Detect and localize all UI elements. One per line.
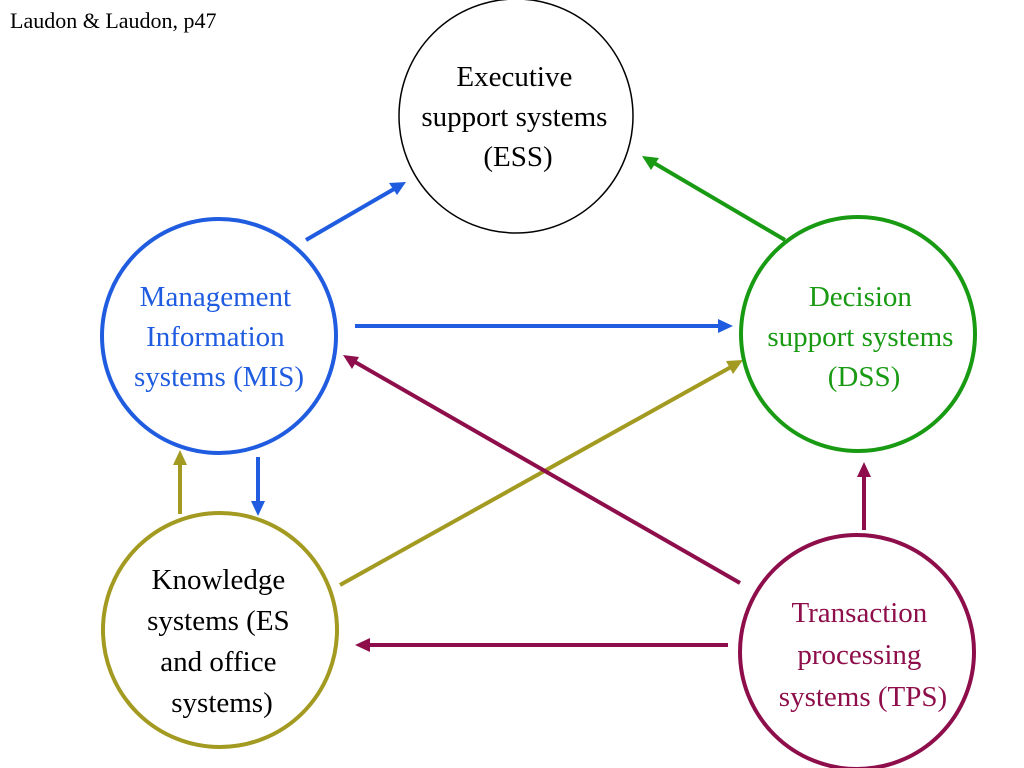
arrowhead-icon: [642, 156, 659, 170]
edge-ks-to-dss: [339, 360, 743, 587]
node-label-line: systems (ES: [147, 605, 290, 637]
node-label-line: Management: [140, 281, 291, 313]
node-label-line: support systems: [421, 101, 607, 133]
node-label-line: systems): [171, 687, 273, 719]
edge-mis-to-dss: [355, 319, 733, 333]
edge-line: [354, 360, 741, 585]
svg-text:Executive support syst: Executive support systems (ESS): [421, 61, 614, 173]
edge-tps-to-mis: [343, 355, 741, 585]
arrowhead-icon: [726, 360, 743, 374]
arrowhead-icon: [251, 501, 265, 516]
edges-group: [173, 156, 871, 652]
edge-dss-to-ess: [642, 156, 787, 242]
node-circle: [398, 0, 634, 234]
edge-line: [339, 365, 732, 587]
arrowhead-icon: [857, 462, 871, 477]
edge-mis-to-ks: [251, 457, 265, 516]
node-label-line: systems (TPS): [779, 681, 947, 713]
node-label-line: and office: [160, 646, 276, 678]
node-label-line: (DSS): [828, 361, 901, 393]
arrowhead-icon: [173, 450, 187, 465]
edge-ks-to-mis: [173, 450, 187, 514]
node-mis: Management Information systems (MIS): [100, 217, 338, 455]
arrowhead-icon: [343, 355, 359, 369]
node-label-line: processing: [797, 639, 921, 671]
svg-text:Management Information: Management Information systems (MIS): [134, 281, 304, 393]
edge-tps-to-dss: [857, 462, 871, 530]
node-circle: [100, 217, 338, 455]
source-caption: Laudon & Laudon, p47: [10, 8, 217, 33]
node-ess: Executive support systems (ESS): [398, 0, 634, 234]
node-ks: Knowledge systems (ES and office systems…: [101, 511, 339, 749]
node-label-line: support systems: [767, 321, 953, 353]
node-tps: Transaction processing systems (TPS): [738, 533, 976, 768]
node-label-line: Transaction: [791, 597, 927, 629]
svg-text:Transaction processing: Transaction processing systems (TPS): [779, 597, 947, 713]
edge-line: [304, 187, 396, 242]
node-label-line: Knowledge: [152, 564, 286, 596]
node-label-line: Information: [146, 321, 285, 353]
svg-text:Decision support syste: Decision support systems (DSS): [767, 281, 960, 393]
edge-tps-to-ks: [355, 638, 728, 652]
node-dss: Decision support systems (DSS): [739, 215, 977, 453]
edge-line: [652, 161, 787, 242]
arrowhead-icon: [355, 638, 370, 652]
arrowhead-icon: [718, 319, 733, 333]
edge-mis-to-ess: [304, 182, 406, 242]
arrowhead-icon: [389, 182, 406, 195]
node-label-line: Decision: [809, 281, 913, 313]
node-circle: [738, 533, 976, 768]
node-circle: [739, 215, 977, 453]
svg-text:Knowledge systems (ES: Knowledge systems (ES and office systems…: [147, 564, 297, 719]
node-label-line: Executive: [456, 61, 572, 93]
node-label-line: systems (MIS): [134, 361, 304, 393]
node-label-line: (ESS): [483, 141, 552, 173]
node-circle: [101, 511, 339, 749]
